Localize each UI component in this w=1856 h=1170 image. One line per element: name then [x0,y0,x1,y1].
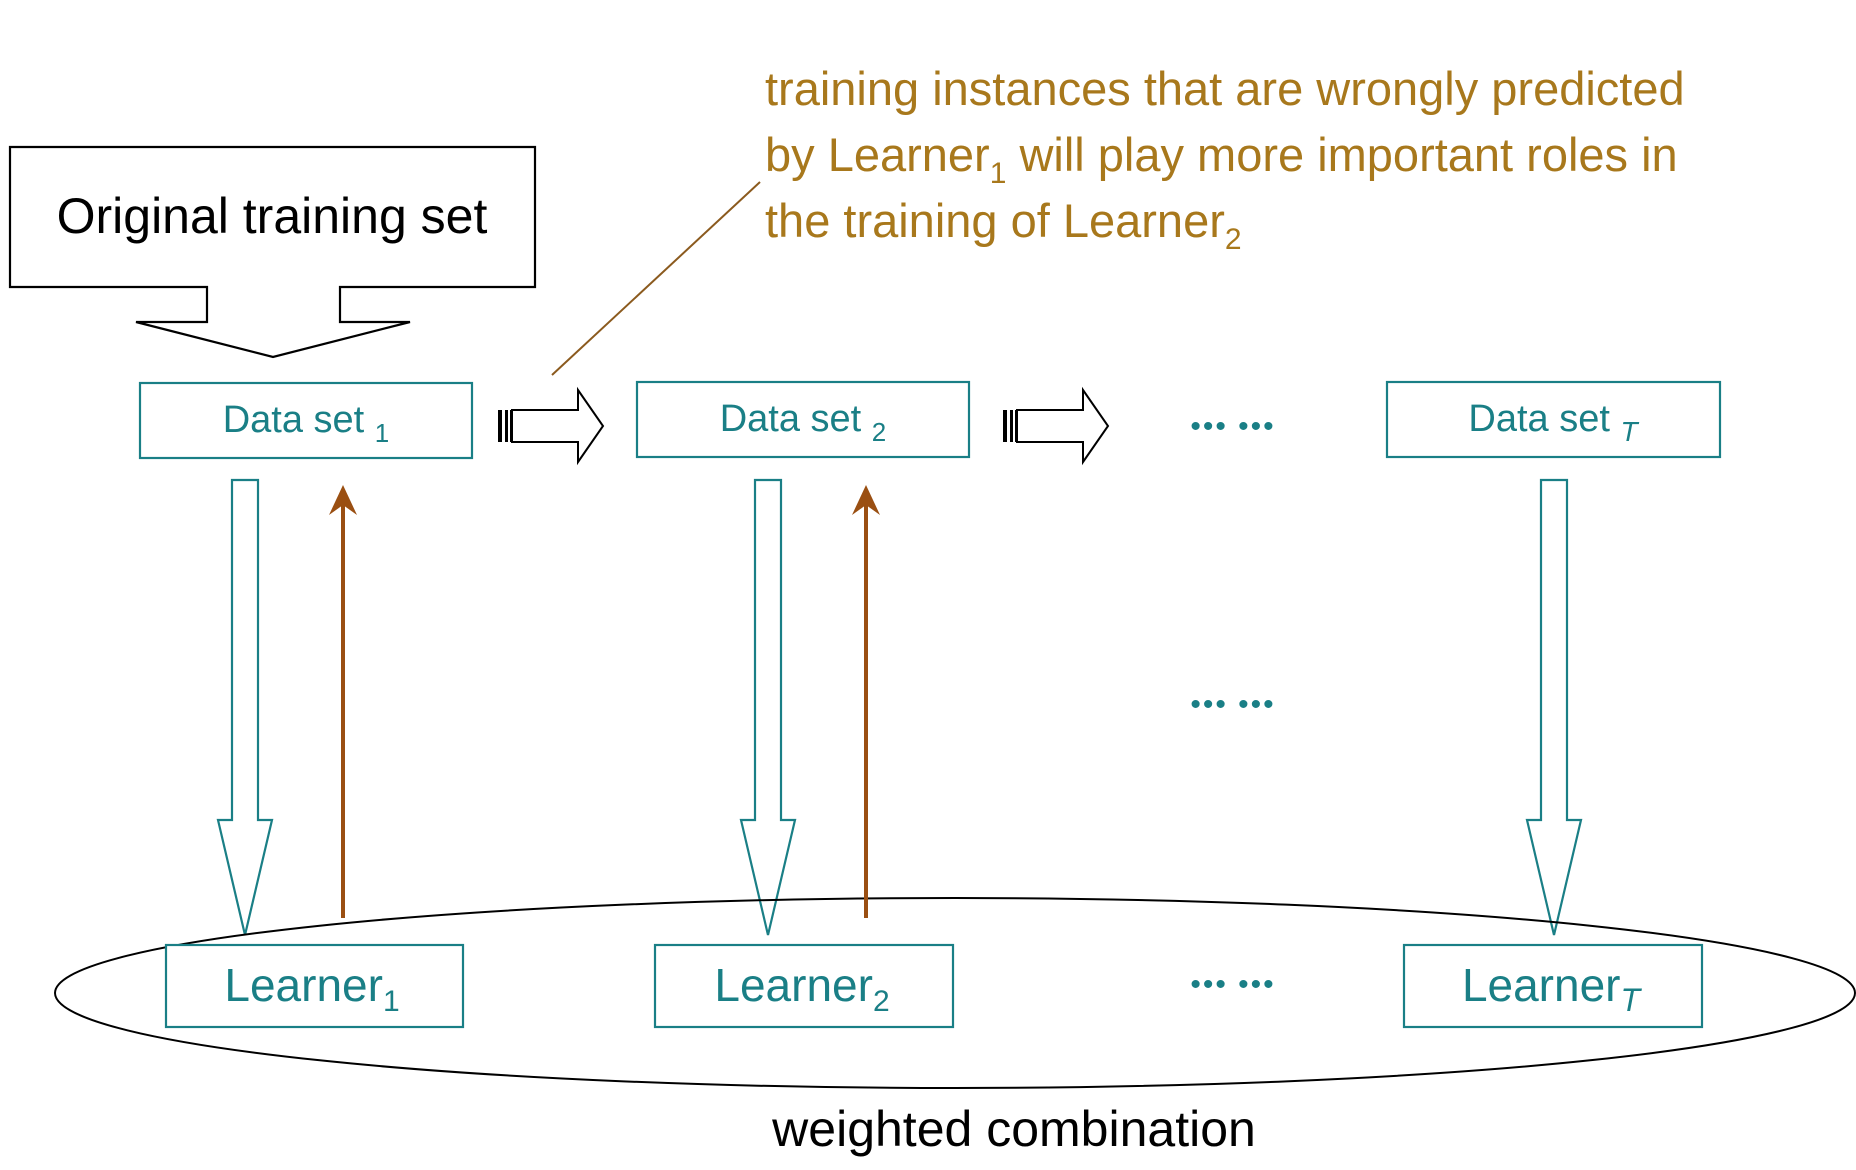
annotation-leader-line [551,181,761,376]
learner-box-2 [653,943,955,1029]
down-arrow-2 [739,478,797,936]
dataset-box-T [1385,380,1722,459]
right-block-arrow-2 [1003,386,1110,466]
annotation-line-1: training instances that are wrongly pred… [765,62,1685,115]
learner-label-2: Learner2 [714,959,889,1018]
feedback-arrow-2 [852,485,880,918]
dataset-label-2: Data set 2 [720,398,887,447]
down-arrow-1 [216,478,274,936]
dataset-label-T: Data set T [1468,398,1639,447]
right-block-arrow-1 [498,386,605,466]
dataset-box-2 [635,380,971,459]
feedback-arrow-1 [329,485,357,918]
down-arrow-T [1525,478,1583,936]
dataset-box-1 [138,381,474,460]
learner-box-1 [164,943,465,1029]
annotation-line-3: the training of Learner2 [765,194,1242,256]
combination-ellipse [54,897,1856,1089]
ellipsis-middle: ••• ••• [1190,688,1275,721]
annotation: training instances that are wrongly pred… [765,62,1685,256]
learner-box-T [1402,943,1704,1029]
learner-label-1: Learner1 [224,959,399,1018]
ellipsis-learners: ••• ••• [1190,968,1275,1001]
weighted-combination-label: weighted combination [771,1101,1256,1157]
dataset-label-1: Data set 1 [223,399,390,448]
original-training-set-label: Original training set [57,188,488,244]
learner-label-T: LearnerT [1462,959,1643,1018]
ellipsis-datasets: ••• ••• [1190,410,1275,443]
annotation-line-2: by Learner1 will play more important rol… [765,128,1678,190]
original-training-set-box [8,145,537,359]
